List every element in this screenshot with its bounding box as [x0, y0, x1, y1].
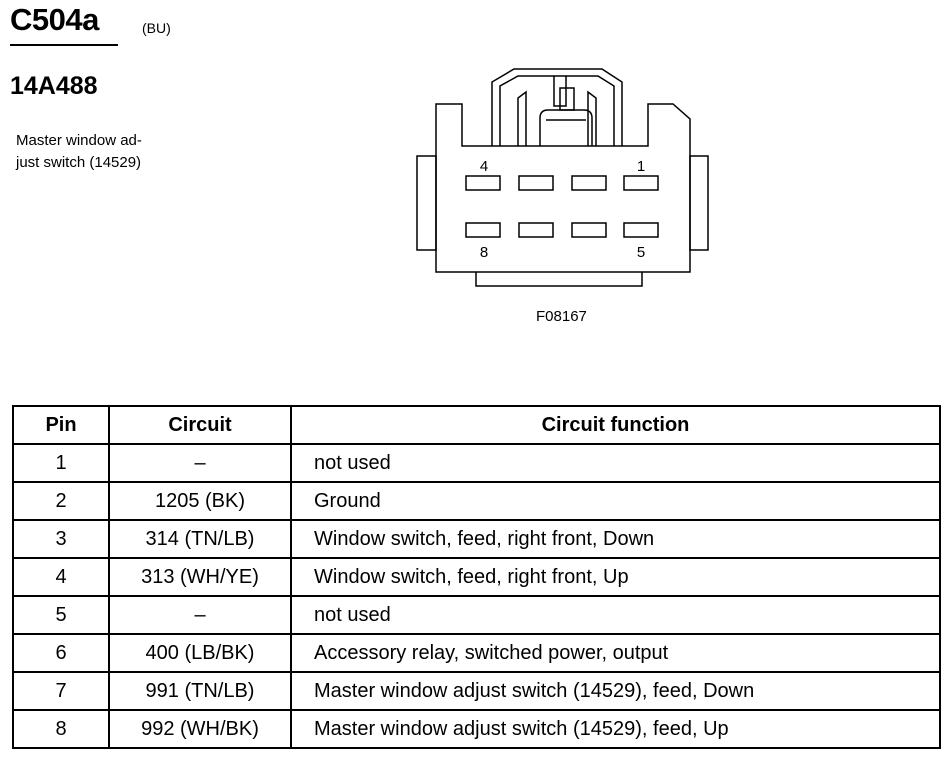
pin-cavity-4 [465, 175, 501, 191]
table-row: 3 314 (TN/LB) Window switch, feed, right… [12, 519, 941, 559]
description-line-1: Master window ad- [16, 132, 142, 149]
table-row: 2 1205 (BK) Ground [12, 481, 941, 521]
cell-pin: 1 [12, 443, 110, 483]
pin-cavity-8 [465, 222, 501, 238]
cell-function: not used [290, 443, 941, 483]
cell-circuit: 314 (TN/LB) [108, 519, 292, 559]
table-row: 1 – not used [12, 443, 941, 483]
cell-circuit: 992 (WH/BK) [108, 709, 292, 749]
cell-pin: 2 [12, 481, 110, 521]
table-row: 8 992 (WH/BK) Master window adjust switc… [12, 709, 941, 749]
cell-function: Accessory relay, switched power, output [290, 633, 941, 673]
connector-title: C504a [10, 2, 99, 37]
cell-circuit: 400 (LB/BK) [108, 633, 292, 673]
connector-color: (BU) [142, 20, 171, 36]
header-circuit-function: Circuit function [290, 405, 941, 445]
connector-description: Master window ad- just switch (14529) [16, 130, 196, 174]
latch-inner-right [566, 75, 615, 146]
cell-pin: 5 [12, 595, 110, 635]
part-number: 14A488 [10, 72, 98, 100]
pin-table: Pin Circuit Circuit function 1 – not use… [12, 405, 941, 749]
pin-cavity-1 [623, 175, 659, 191]
header-circuit: Circuit [108, 405, 292, 445]
cell-circuit: – [108, 595, 292, 635]
table-row: 7 991 (TN/LB) Master window adjust switc… [12, 671, 941, 711]
cell-function: Window switch, feed, right front, Down [290, 519, 941, 559]
table-row: 4 313 (WH/YE) Window switch, feed, right… [12, 557, 941, 597]
left-side-tab [416, 155, 437, 251]
latch-inner-left [499, 75, 554, 146]
cell-function: Master window adjust switch (14529), fee… [290, 671, 941, 711]
table-row: 5 – not used [12, 595, 941, 635]
pin-label-1: 1 [637, 158, 645, 175]
cell-circuit: – [108, 443, 292, 483]
latch-release-button [539, 109, 593, 146]
pin-label-5: 5 [637, 244, 645, 261]
header-pin: Pin [12, 405, 110, 445]
pin-cavity-2 [571, 175, 607, 191]
locking-latch [491, 68, 623, 146]
pin-cavity-6 [571, 222, 607, 238]
cell-function: Ground [290, 481, 941, 521]
pin-label-4: 4 [480, 158, 488, 175]
cell-function: Master window adjust switch (14529), fee… [290, 709, 941, 749]
bottom-rib [475, 272, 643, 287]
connector-face-diagram: 4 1 8 5 [416, 68, 709, 287]
pin-cavity-3 [518, 175, 554, 191]
cell-circuit: 991 (TN/LB) [108, 671, 292, 711]
table-row: 6 400 (LB/BK) Accessory relay, switched … [12, 633, 941, 673]
cell-circuit: 1205 (BK) [108, 481, 292, 521]
pin-label-8: 8 [480, 244, 488, 261]
cell-pin: 7 [12, 671, 110, 711]
pin-cavity-5 [623, 222, 659, 238]
description-line-2: just switch (14529) [16, 154, 142, 171]
cell-pin: 6 [12, 633, 110, 673]
pin-cavity-7 [518, 222, 554, 238]
right-side-tab [689, 155, 709, 251]
connector-housing [435, 103, 691, 273]
latch-slot-right [587, 90, 597, 146]
latch-slot-left [517, 90, 527, 146]
cell-function: not used [290, 595, 941, 635]
figure-code: F08167 [536, 308, 587, 325]
title-underline [10, 44, 118, 46]
cell-function: Window switch, feed, right front, Up [290, 557, 941, 597]
table-header-row: Pin Circuit Circuit function [12, 405, 941, 445]
cell-pin: 3 [12, 519, 110, 559]
cell-pin: 8 [12, 709, 110, 749]
cell-circuit: 313 (WH/YE) [108, 557, 292, 597]
cell-pin: 4 [12, 557, 110, 597]
